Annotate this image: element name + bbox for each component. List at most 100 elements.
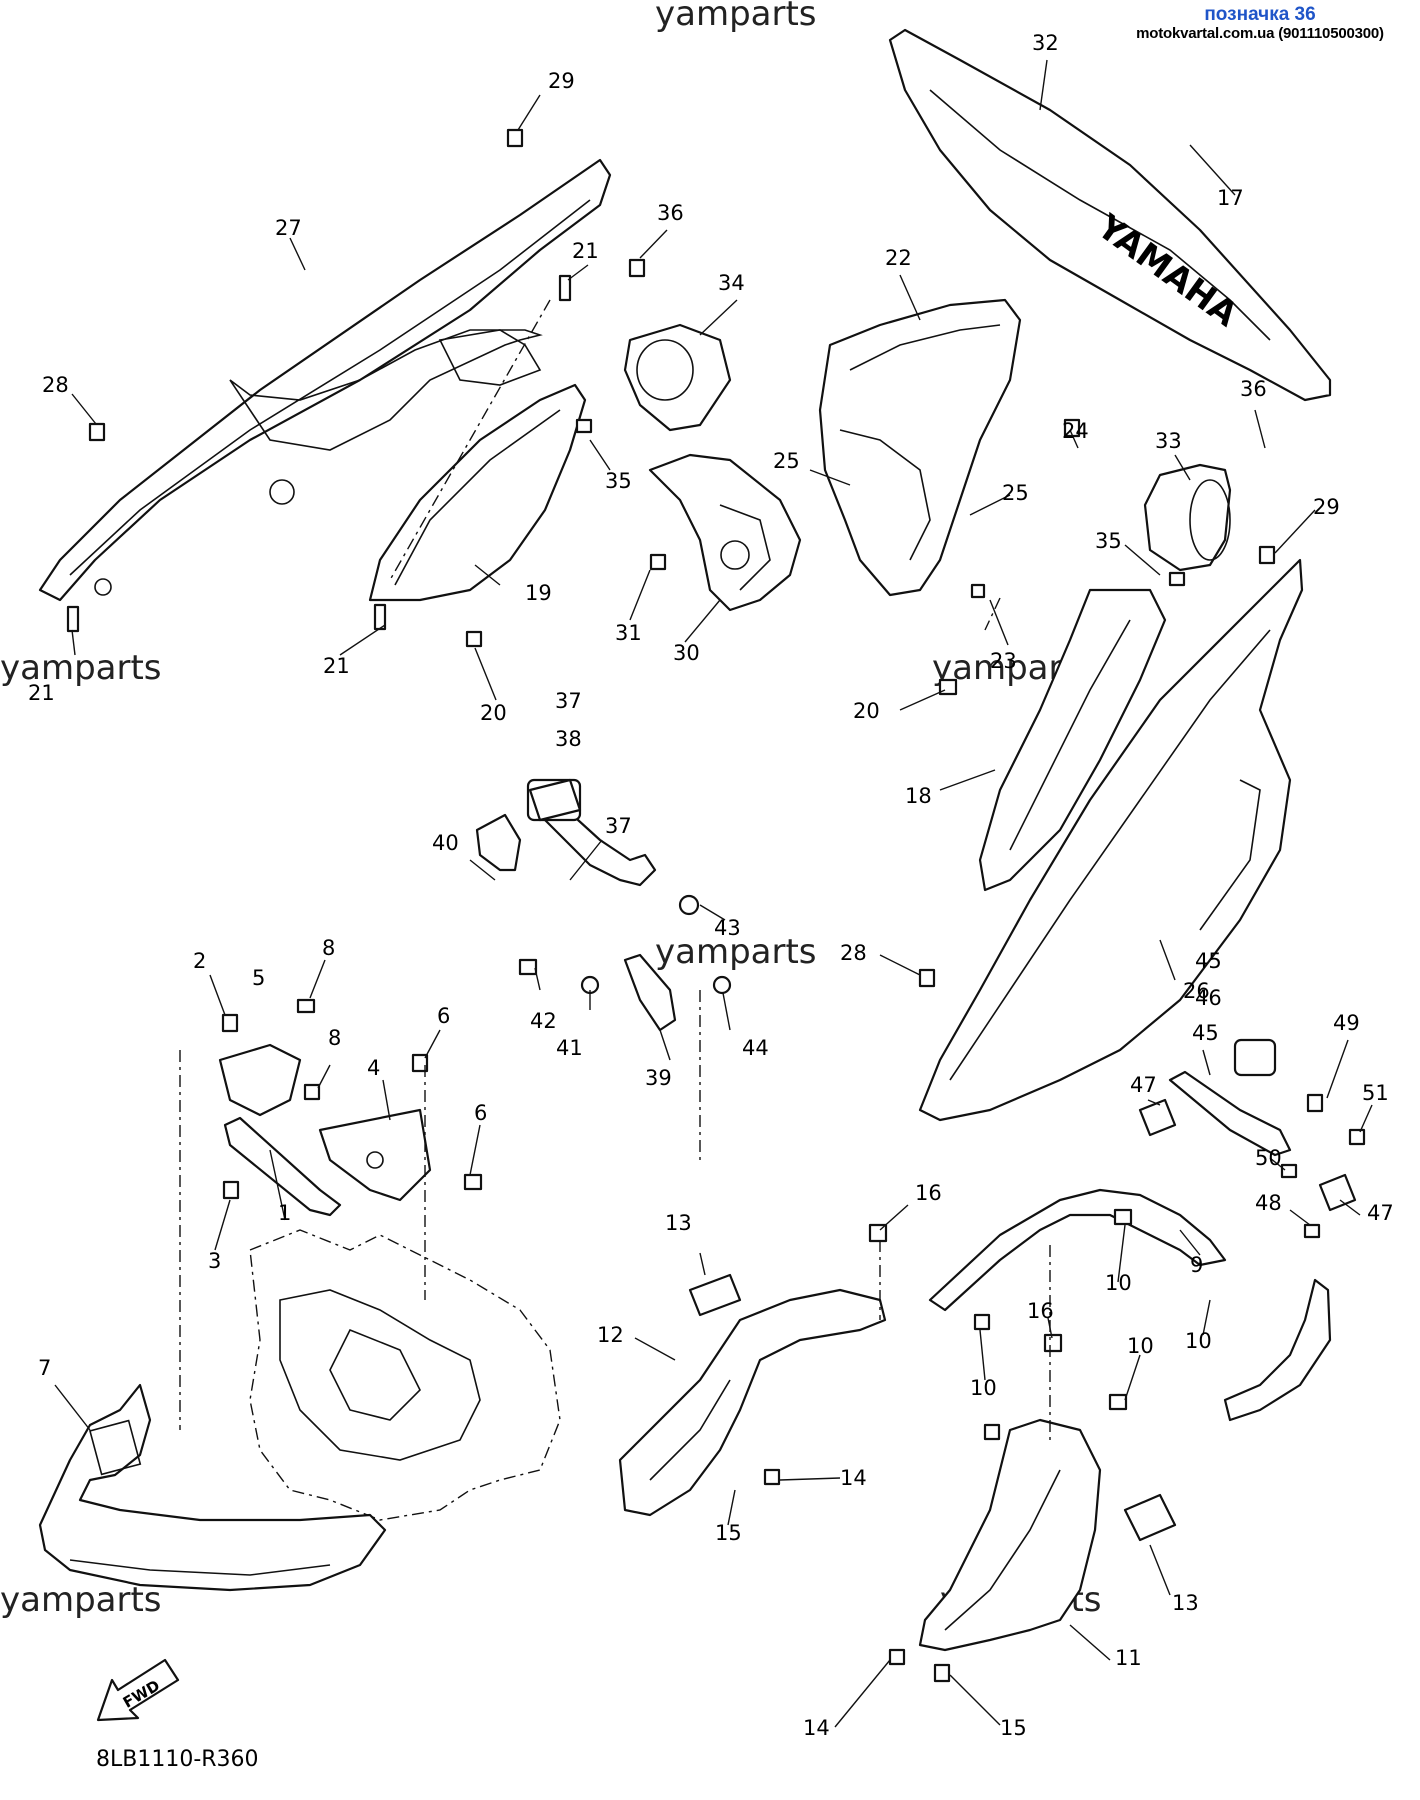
part-4-bracket xyxy=(318,1108,432,1202)
callout-21: 21 xyxy=(323,654,350,678)
callout-25: 25 xyxy=(773,449,800,473)
part-30-bracket xyxy=(648,453,802,612)
callout-25: 25 xyxy=(1002,481,1029,505)
part-13-label-a xyxy=(688,1273,742,1317)
part-26-side-cover xyxy=(918,558,1304,1122)
page-label: позначка 36 xyxy=(1204,4,1316,25)
callout-45: 45 xyxy=(1192,1021,1219,1045)
callout-20: 20 xyxy=(480,701,507,725)
callout-17: 17 xyxy=(1217,186,1244,210)
callout-6: 6 xyxy=(474,1101,487,1125)
watermark: yamparts xyxy=(655,932,817,972)
callout-36: 36 xyxy=(1240,377,1267,401)
callout-21: 21 xyxy=(28,681,55,705)
callout-16: 16 xyxy=(915,1181,942,1205)
callout-47: 47 xyxy=(1130,1073,1157,1097)
callout-42: 42 xyxy=(530,1009,557,1033)
source-label: motokvartal.com.ua (901110500300) xyxy=(1136,25,1384,42)
callout-39: 39 xyxy=(645,1066,672,1090)
watermark: yamparts xyxy=(655,0,817,34)
callout-37: 37 xyxy=(605,814,632,838)
callout-49: 49 xyxy=(1333,1011,1360,1035)
callout-27: 27 xyxy=(275,216,302,240)
callout-13: 13 xyxy=(665,1211,692,1235)
callout-15: 15 xyxy=(715,1521,742,1545)
callout-33: 33 xyxy=(1155,429,1182,453)
callout-1: 1 xyxy=(278,1201,291,1225)
callout-11: 11 xyxy=(1115,1646,1142,1670)
callout-35: 35 xyxy=(605,469,632,493)
callout-21: 21 xyxy=(572,239,599,263)
part-11-fender-right xyxy=(918,1418,1102,1652)
part-40-bracket xyxy=(475,813,522,872)
callout-14: 14 xyxy=(803,1716,830,1740)
callout-5: 5 xyxy=(252,966,265,990)
part-18-inner-panel xyxy=(978,588,1167,892)
callout-14: 14 xyxy=(840,1466,867,1490)
callout-3: 3 xyxy=(208,1249,221,1273)
callout-7: 7 xyxy=(38,1356,51,1380)
callout-47: 47 xyxy=(1367,1201,1394,1225)
callout-40: 40 xyxy=(432,831,459,855)
callout-9: 9 xyxy=(1190,1253,1203,1277)
callout-28: 28 xyxy=(42,373,69,397)
callout-50: 50 xyxy=(1255,1146,1282,1170)
callout-51: 51 xyxy=(1362,1081,1389,1105)
callout-38: 38 xyxy=(555,727,582,751)
leader-lines xyxy=(54,59,1373,1728)
callout-4: 4 xyxy=(367,1056,380,1080)
part-45-damper xyxy=(1168,1038,1292,1157)
callout-35: 35 xyxy=(1095,529,1122,553)
part-19-inner-panel xyxy=(368,329,587,602)
fwd-arrow-icon: FWD xyxy=(96,1658,180,1722)
callout-19: 19 xyxy=(525,581,552,605)
callout-8: 8 xyxy=(328,1026,341,1050)
callout-23: 23 xyxy=(990,649,1017,673)
callout-26: 26 xyxy=(1183,979,1210,1003)
callout-10: 10 xyxy=(1127,1334,1154,1358)
callout-30: 30 xyxy=(673,641,700,665)
part-7-front-cowl xyxy=(38,1383,387,1592)
callout-10: 10 xyxy=(970,1376,997,1400)
part-9-guard-bar xyxy=(928,1188,1332,1422)
small-bolts-left xyxy=(221,998,483,1200)
part-27-side-cover xyxy=(38,158,612,602)
callout-46: 46 xyxy=(1195,986,1222,1010)
part-42-bolt xyxy=(518,958,538,976)
callout-24: 24 xyxy=(1062,419,1089,443)
part-43-nut xyxy=(678,894,700,916)
callout-12: 12 xyxy=(597,1323,624,1347)
part-13-label-b xyxy=(1123,1493,1177,1542)
callout-43: 43 xyxy=(714,916,741,940)
callout-28: 28 xyxy=(840,941,867,965)
watermark: yamparts xyxy=(0,648,162,688)
callout-29: 29 xyxy=(548,69,575,93)
part-39-stay xyxy=(623,953,677,1032)
callout-15: 15 xyxy=(1000,1716,1027,1740)
watermark: yamparts xyxy=(0,1580,162,1620)
frame-outline xyxy=(249,1229,561,1521)
callout-10: 10 xyxy=(1105,1271,1132,1295)
part-12-fender-left xyxy=(618,1288,887,1517)
callout-36: 36 xyxy=(657,201,684,225)
callout-45: 45 xyxy=(1195,949,1222,973)
callout-22: 22 xyxy=(885,246,912,270)
small-bolts-right xyxy=(66,128,1366,1683)
part-34-cup xyxy=(623,323,732,432)
part-22-center-cover xyxy=(818,298,1022,597)
part-38-sleeve xyxy=(528,778,582,822)
callout-34: 34 xyxy=(718,271,745,295)
callout-18: 18 xyxy=(905,784,932,808)
diagram-code: 8LB1110-R360 xyxy=(96,1747,259,1772)
callout-13: 13 xyxy=(1172,1591,1199,1615)
callout-48: 48 xyxy=(1255,1191,1282,1215)
callout-2: 2 xyxy=(193,949,206,973)
part-33-rim xyxy=(1143,463,1232,572)
callout-44: 44 xyxy=(742,1036,769,1060)
callout-32: 32 xyxy=(1032,31,1059,55)
callout-10: 10 xyxy=(1185,1329,1212,1353)
callout-37: 37 xyxy=(555,689,582,713)
callout-6: 6 xyxy=(437,1004,450,1028)
